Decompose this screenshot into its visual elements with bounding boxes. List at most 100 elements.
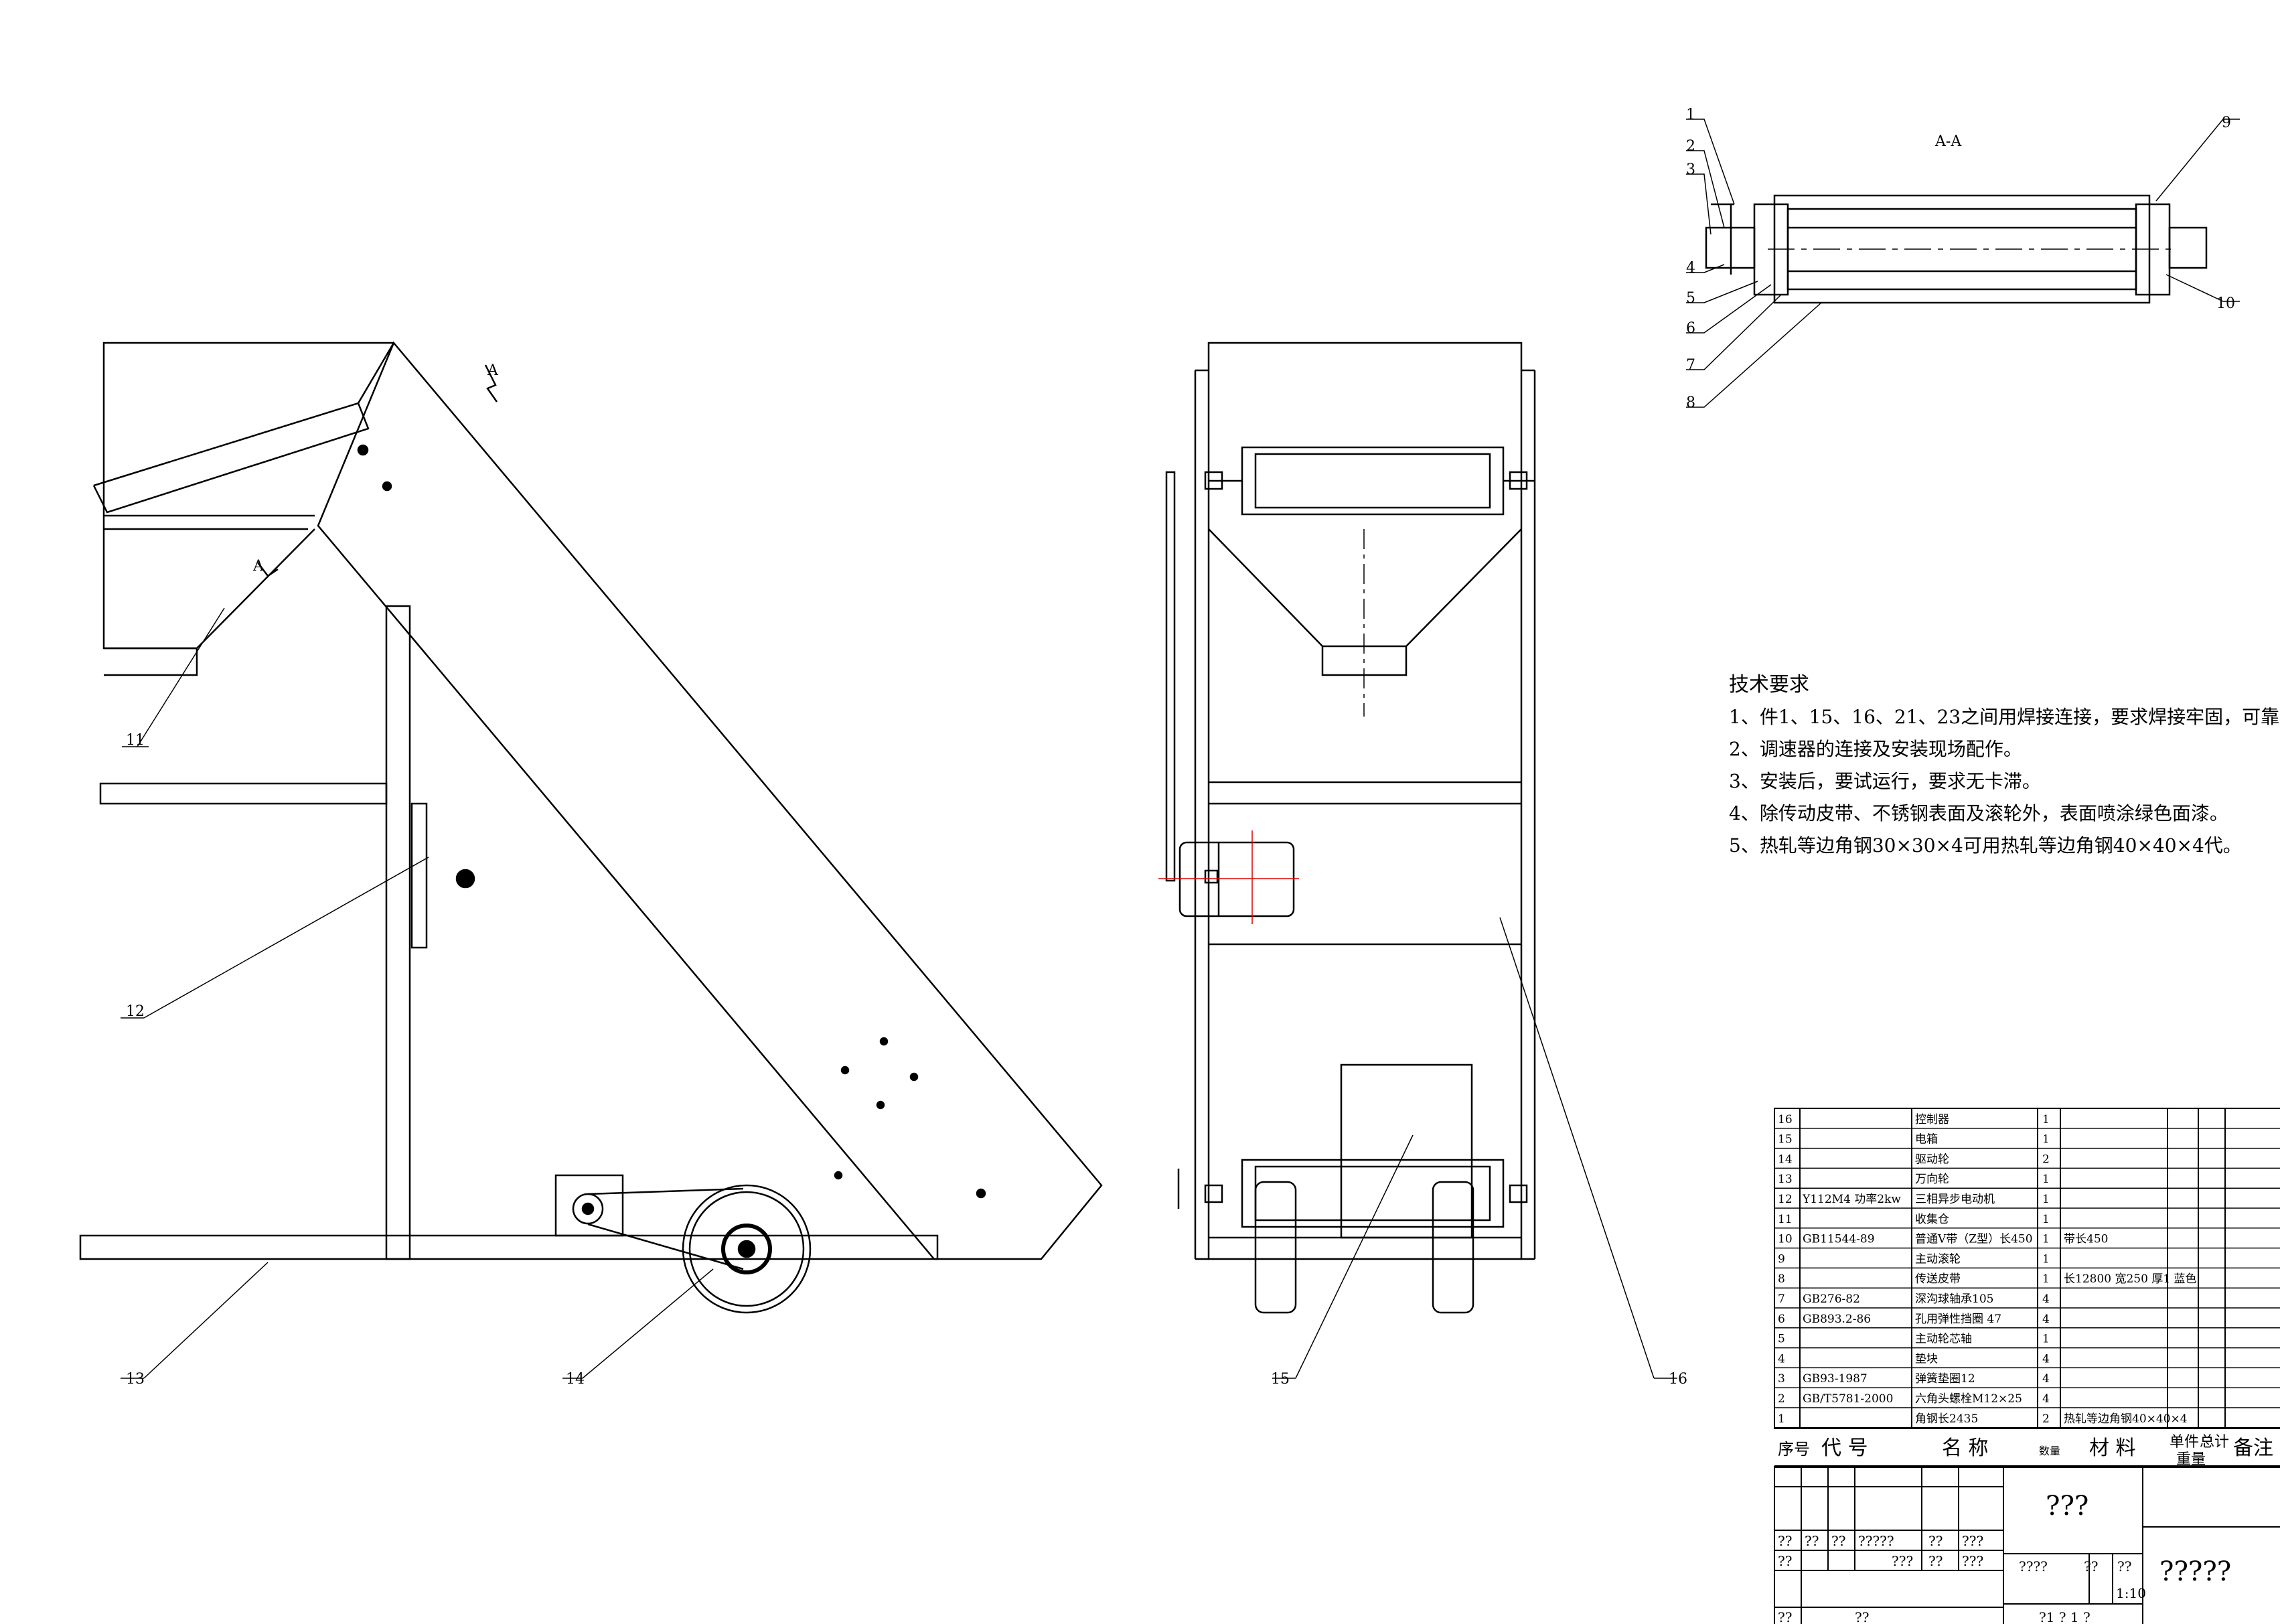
bom-cell-qty: 1 (2042, 1252, 2050, 1266)
callout-10: 10 (2216, 295, 2235, 312)
bom-cell-no: 15 (1778, 1133, 1793, 1147)
bom-cell-material: 长12800 宽250 厚1 蓝色 (2064, 1272, 2197, 1286)
bom-cell-qty: 1 (2042, 1233, 2050, 1246)
bom-cell-no: 11 (1778, 1213, 1793, 1226)
caster-wheel-right (1432, 1181, 1474, 1314)
tech-req-2: 2、调速器的连接及安装现场配作。 (1729, 738, 2022, 760)
bom-cell-name: 电箱 (1915, 1133, 1938, 1147)
tech-req-title: 技术要求 (1729, 673, 1809, 696)
motor-plate (410, 802, 428, 949)
bom-cell-name: 传送皮带 (1915, 1272, 1961, 1286)
tb-cell-8: ??? (1892, 1553, 1913, 1569)
bom-cell-no: 12 (1778, 1193, 1793, 1206)
bom-header-code: 代 号 (1821, 1436, 1868, 1460)
callout-14: 14 (566, 1371, 585, 1388)
bom-cell-code: GB276-82 (1803, 1293, 1860, 1306)
bom-cell-name: 垫块 (1915, 1352, 1938, 1365)
bom-cell-name: 收集仓 (1915, 1213, 1949, 1226)
v-belt (587, 1187, 744, 1195)
collection-hopper (102, 342, 394, 676)
tb-cell-12: ?? (2084, 1558, 2098, 1574)
electric-box (1340, 1063, 1473, 1239)
bom-cell-no: 16 (1778, 1113, 1793, 1126)
bom-cell-no: 6 (1778, 1313, 1785, 1326)
bom-cell-qty: 1 (2042, 1173, 2050, 1186)
bom-cell-qty: 4 (2042, 1372, 2050, 1386)
callout-5: 5 (1686, 290, 1695, 307)
tb-cell-3: ?? (1831, 1533, 1845, 1549)
callout-12: 12 (126, 1003, 145, 1020)
bom-cell-no: 14 (1778, 1153, 1793, 1166)
bom-cell-qty: 1 (2042, 1133, 2050, 1147)
callout-13: 13 (126, 1371, 145, 1388)
bom-cell-qty: 4 (2042, 1352, 2050, 1365)
bom-header-no: 序号 (1778, 1440, 1810, 1459)
bom-cell-qty: 1 (2042, 1272, 2050, 1286)
bom-cell-no: 2 (1778, 1392, 1785, 1406)
bom-header-material: 材 料 (2089, 1436, 2136, 1460)
bom-header-qty: 数量 (2039, 1445, 2060, 1457)
bom-cell-no: 3 (1778, 1372, 1785, 1386)
bom-cell-no: 7 (1778, 1293, 1785, 1306)
section-a-a-view (1686, 119, 2240, 408)
bom-cell-qty: 4 (2042, 1313, 2050, 1326)
base-angle-steel (79, 1234, 939, 1260)
bom-cell-no: 8 (1778, 1272, 1785, 1286)
tb-cell-5: ?? (1928, 1533, 1943, 1549)
tech-req-3: 3、安装后，要试运行，要求无卡滞。 (1729, 770, 2041, 792)
bom-cell-qty: 2 (2042, 1153, 2050, 1166)
bom-cell-material: 热轧等边角钢40×40×4 (2064, 1412, 2188, 1426)
bom-cell-no: 10 (1778, 1233, 1793, 1246)
scale: 1:10 (2116, 1585, 2146, 1601)
motor (1179, 841, 1295, 917)
side-view (79, 341, 1103, 1379)
bom-cell-qty: 1 (2042, 1193, 2050, 1206)
tb-cell-7: ?? (1778, 1553, 1792, 1569)
bom-cell-name: 六角头螺栓M12×25 (1915, 1392, 2022, 1406)
tb-cell-10: ??? (1962, 1553, 1983, 1569)
callout-16: 16 (1669, 1371, 1687, 1388)
bom-cell-name: 孔用弹性挡圈 47 (1915, 1313, 2001, 1326)
bom-header-remark: 备注 (2233, 1436, 2273, 1460)
tech-req-4: 4、除传动皮带、不锈钢表面及滚轮外，表面喷涂绿色面漆。 (1729, 802, 2228, 824)
tb-cell-11: ???? (2019, 1558, 2048, 1574)
bom-cell-name: 深沟球轴承105 (1915, 1293, 1993, 1306)
callout-15: 15 (1271, 1371, 1290, 1388)
callout-2: 2 (1686, 138, 1695, 155)
callout-11: 11 (126, 732, 145, 749)
drawing-number: ????? (2159, 1556, 2231, 1587)
bom-cell-code: GB93-1987 (1803, 1372, 1868, 1386)
bom-cell-no: 1 (1778, 1412, 1785, 1426)
tb-cell-15: ?? (1855, 1609, 1869, 1624)
tech-req-1: 1、件1、15、16、21、23之间用焊接连接，要求焊接牢固，可靠。 (1729, 706, 2280, 728)
bom-cell-qty: 4 (2042, 1392, 2050, 1406)
bom-cell-qty: 1 (2042, 1213, 2050, 1226)
bom-cell-code: GB/T5781-2000 (1803, 1392, 1893, 1406)
funnel (1208, 528, 1522, 676)
callout-1: 1 (1686, 106, 1695, 123)
bom-cell-code: Y112M4 功率2kw (1802, 1193, 1901, 1206)
bom-cell-qty: 1 (2042, 1333, 2050, 1346)
bom-cell-no: 4 (1778, 1352, 1785, 1365)
bom-header-unit: 单件 (2170, 1434, 2199, 1451)
callout-4: 4 (1686, 260, 1695, 277)
caster-wheel-left (1254, 1181, 1297, 1314)
drive-wheel (682, 1184, 812, 1314)
tb-cell-1: ?? (1778, 1533, 1792, 1549)
bom-cell-name: 主动轮芯轴 (1915, 1333, 1972, 1346)
callout-9: 9 (2222, 115, 2231, 131)
bom-cell-qty: 1 (2042, 1113, 2050, 1126)
bom-cell-name: 主动滚轮 (1915, 1252, 1961, 1266)
drive-roller-bottom (1241, 1159, 1505, 1228)
callout-6: 6 (1686, 320, 1695, 337)
bom-header-name: 名 称 (1942, 1436, 1989, 1460)
bom-cell-no: 5 (1778, 1333, 1785, 1346)
motor-mount (554, 1174, 624, 1237)
section-marker-a-2: A (252, 558, 264, 575)
title-name: ??? (2046, 1491, 2088, 1522)
bom-cell-code: GB893.2-86 (1803, 1313, 1871, 1326)
callout-8: 8 (1686, 394, 1695, 411)
driven-roller-top (1241, 446, 1505, 516)
bom-table-lines (1774, 1108, 2280, 1624)
